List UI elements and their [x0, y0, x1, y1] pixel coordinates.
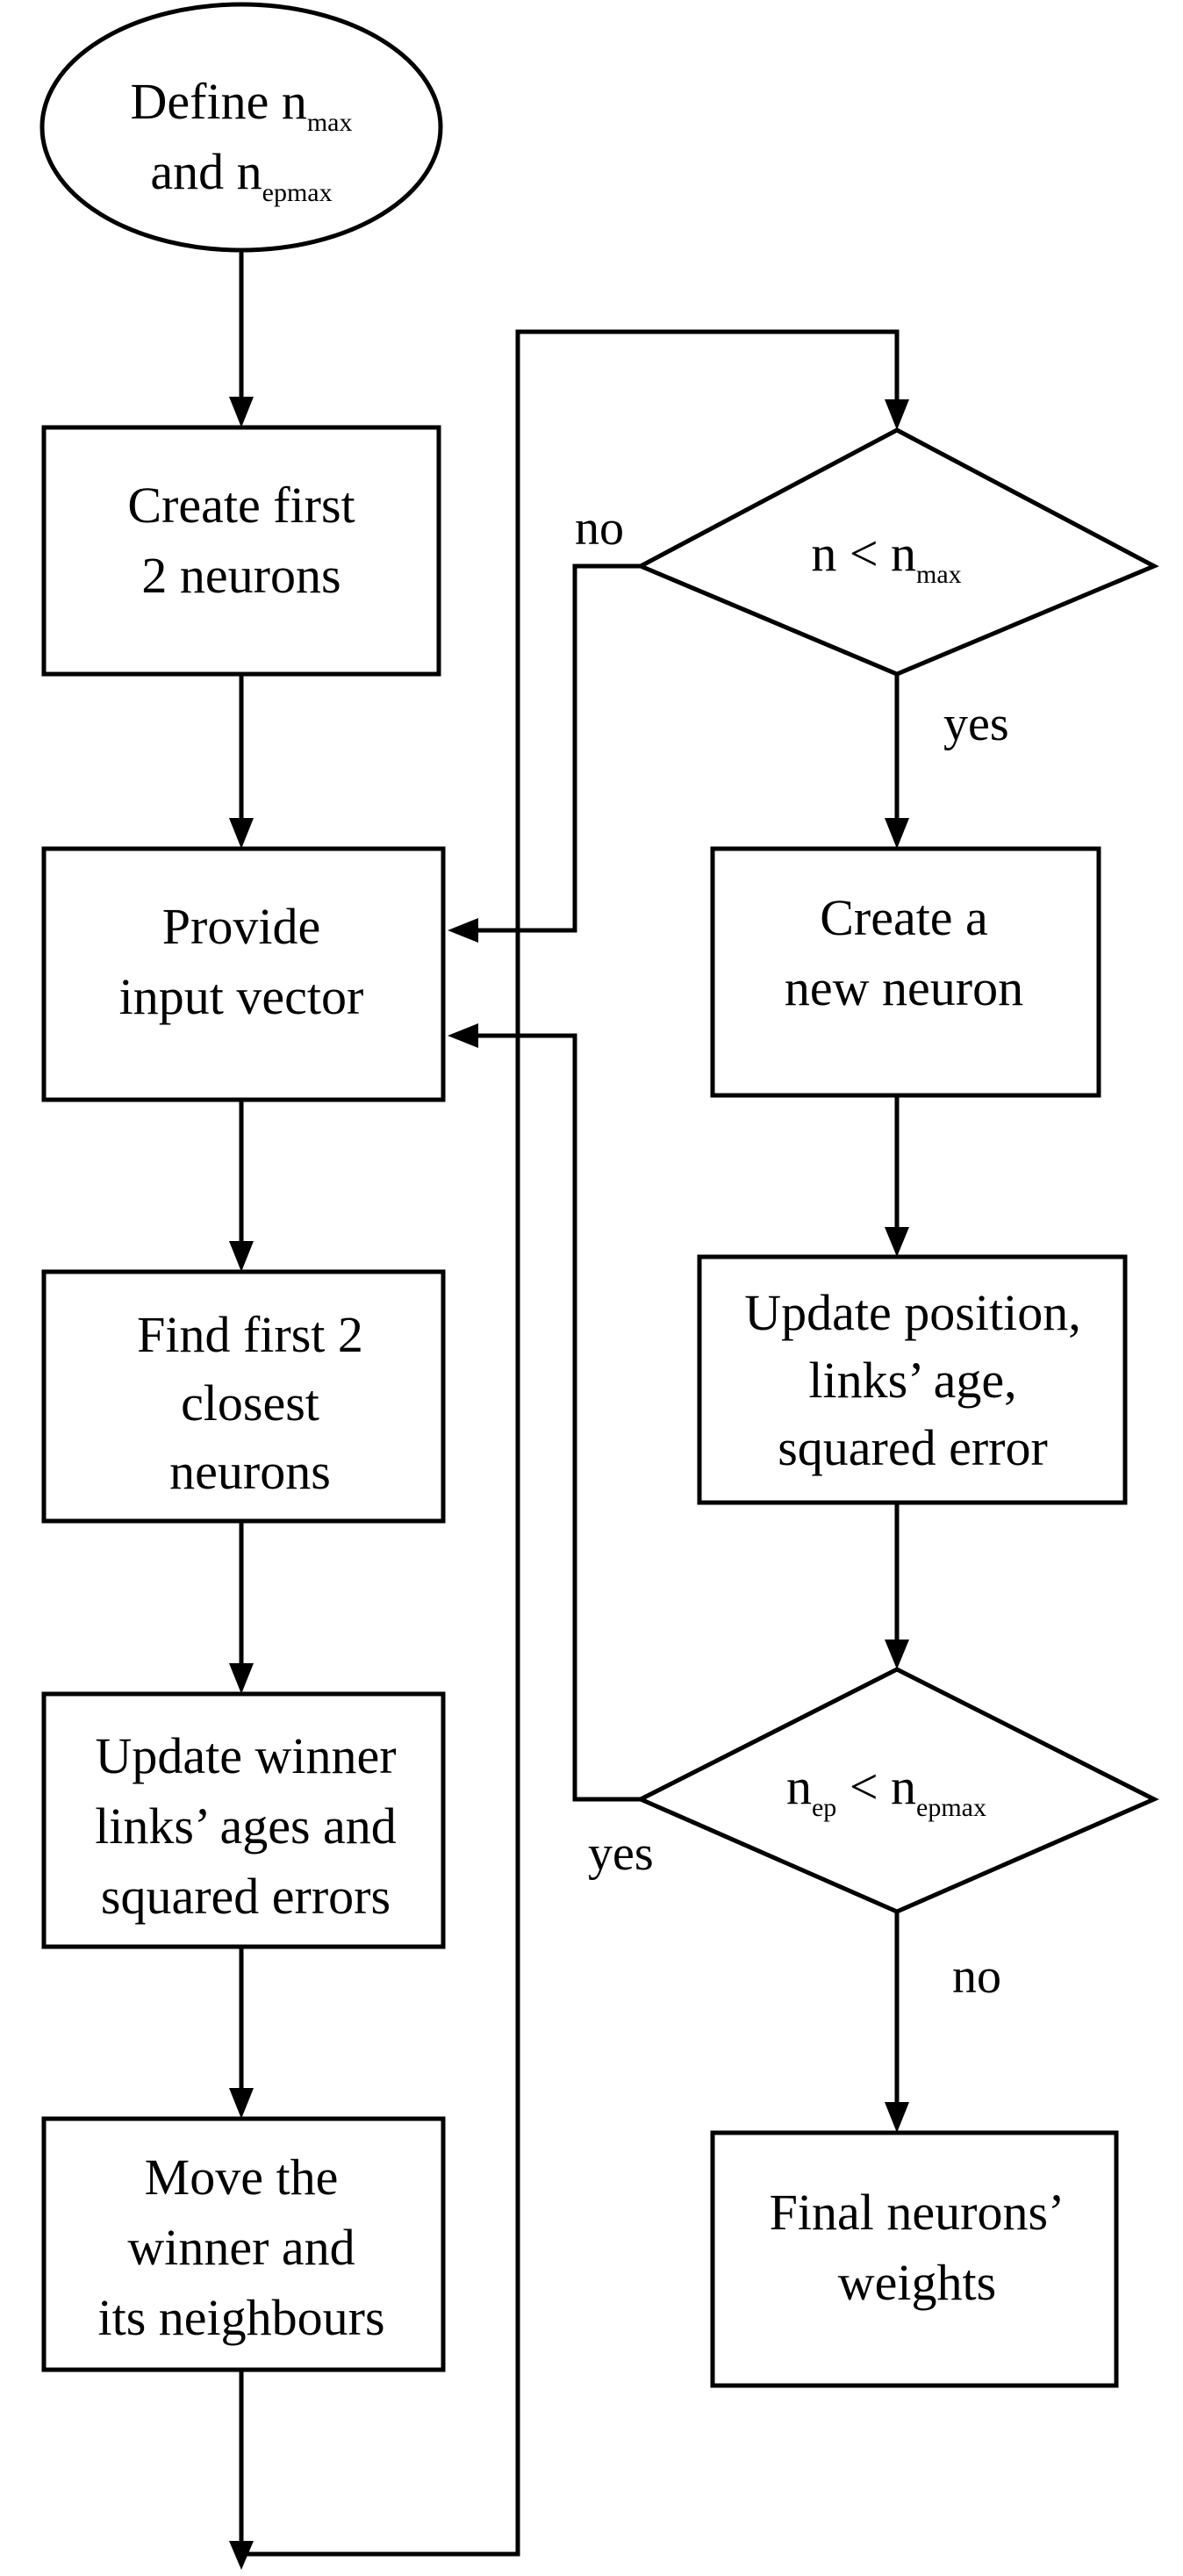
start-node: Define nmax and nepmax: [39, 2, 443, 253]
provide-input-node: Provide input vector: [41, 846, 446, 1102]
decision-n-label: n < nmax: [811, 525, 961, 589]
create-first-line-1: Create first: [127, 477, 355, 534]
update-winner-line-3: squared errors: [101, 1868, 391, 1925]
provide-input-line-2: input vector: [119, 968, 364, 1025]
create-first-node: Create first 2 neurons: [41, 425, 441, 677]
final-line-1: Final neurons’: [770, 2184, 1065, 2241]
update-position-node: Update position, links’ age, squared err…: [697, 1254, 1128, 1505]
find-closest-line-2: closest: [181, 1374, 319, 1432]
move-winner-line-3: its neighbours: [97, 2289, 384, 2346]
arrowhead: [885, 818, 909, 849]
find-closest-line-1: Find first 2: [137, 1306, 363, 1363]
arrowhead: [229, 2541, 254, 2570]
label-no-bottom: no: [952, 1949, 1001, 2004]
final-node: Final neurons’ weights: [710, 2130, 1119, 2388]
final-line-2: weights: [838, 2254, 996, 2311]
arrowhead: [229, 1241, 254, 1272]
update-position-line-1: Update position,: [744, 1284, 1080, 1341]
update-position-line-3: squared error: [778, 1419, 1048, 1476]
label-yes-top: yes: [943, 697, 1009, 751]
decision-ep-label: nep < nepmax: [786, 1758, 986, 1822]
yes-branch-line: [465, 1033, 641, 1802]
update-winner-node: Update winner links’ ages and squared er…: [41, 1691, 446, 1949]
arrowhead: [229, 397, 254, 427]
create-first-line-2: 2 neurons: [141, 547, 341, 604]
loop-back-line: [239, 329, 900, 2557]
label-yes-bottom: yes: [588, 1826, 654, 1881]
arrowhead: [885, 2102, 909, 2133]
label-no-top: no: [575, 501, 624, 556]
move-winner-node: Move the winner and its neighbours: [41, 2116, 446, 2372]
create-new-node: Create a new neuron: [710, 846, 1101, 1098]
arrowhead: [229, 2088, 254, 2119]
decision-ep-node: nep < nepmax: [635, 1667, 1159, 1914]
find-closest-line-3: neurons: [169, 1443, 331, 1500]
arrowhead: [885, 399, 909, 430]
update-winner-line-2: links’ ages and: [95, 1797, 397, 1855]
decision-n-node: n < nmax: [635, 427, 1159, 677]
no-branch-line: [465, 563, 641, 933]
arrowhead: [448, 1023, 478, 1048]
arrowhead: [229, 1663, 254, 1694]
find-closest-node: Find first 2 closest neurons: [41, 1269, 446, 1524]
start-line-1: Define nmax: [131, 73, 353, 137]
connectors: [229, 250, 909, 2570]
provide-input-line-1: Provide: [162, 898, 320, 955]
start-line-2: and nepmax: [150, 143, 332, 207]
arrowhead: [229, 818, 254, 849]
create-new-line-1: Create a: [820, 889, 988, 946]
move-winner-line-1: Move the: [145, 2149, 339, 2206]
arrowhead: [448, 918, 478, 943]
update-winner-line-1: Update winner: [95, 1727, 396, 1784]
arrowhead: [885, 1640, 909, 1669]
create-new-line-2: new neuron: [785, 959, 1023, 1016]
update-position-line-2: links’ age,: [808, 1352, 1016, 1409]
arrowhead: [885, 1227, 909, 1257]
move-winner-line-2: winner and: [127, 2219, 355, 2276]
